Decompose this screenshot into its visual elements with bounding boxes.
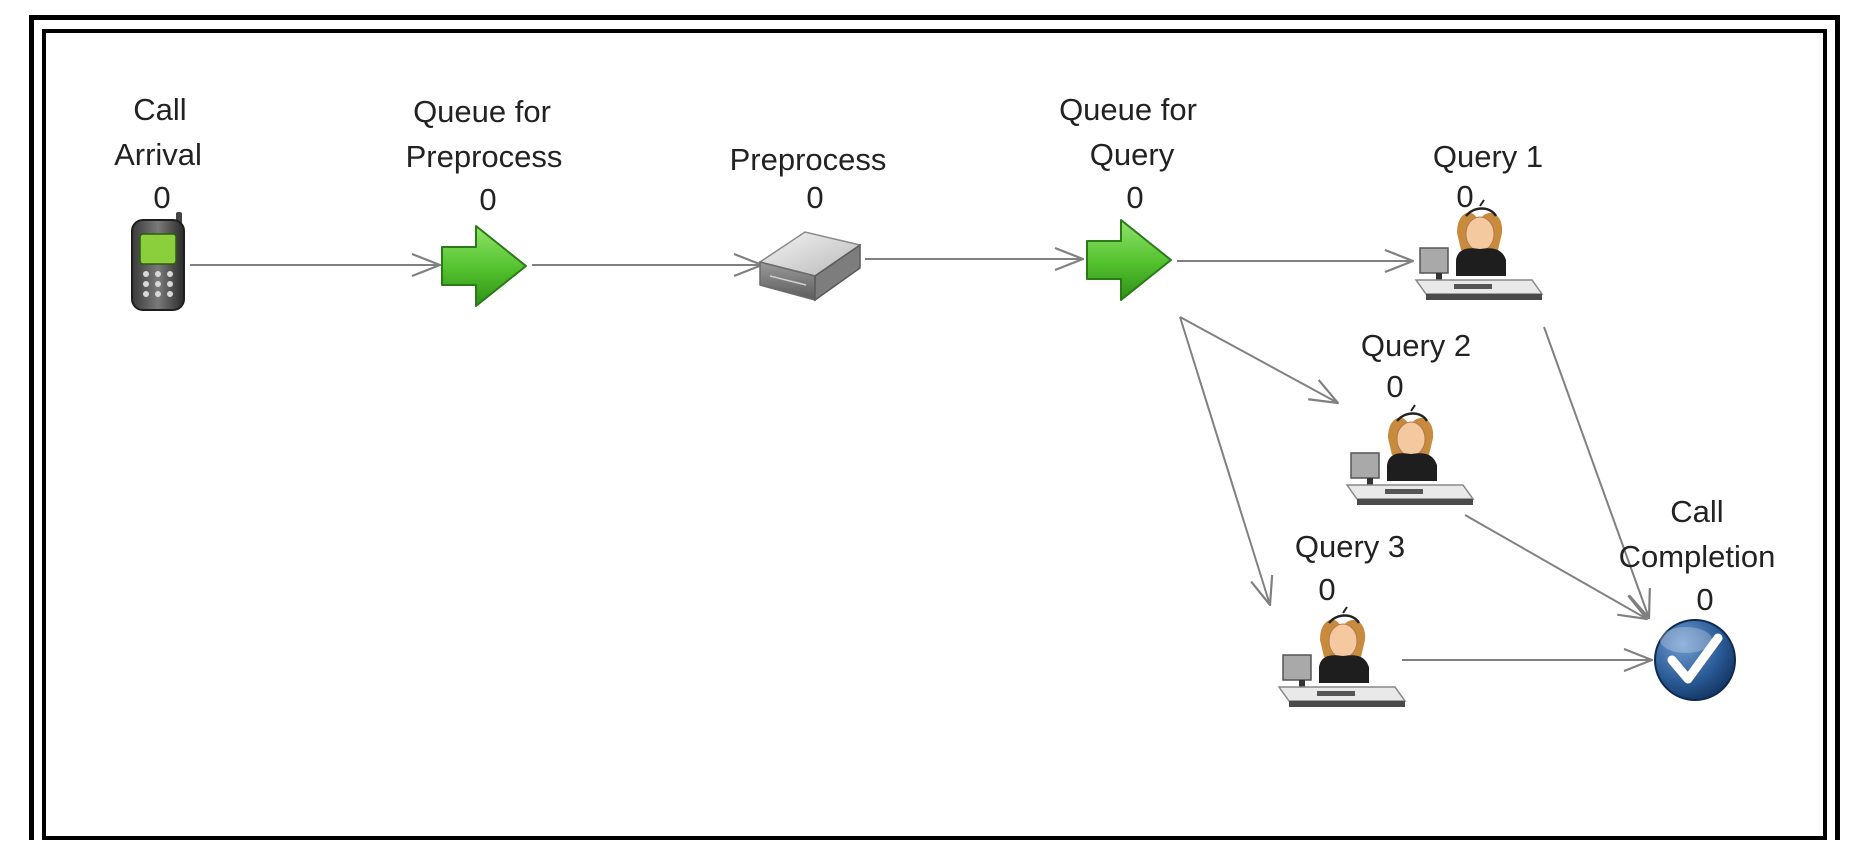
green-arrow-icon (441, 225, 527, 307)
operator-desk-icon (1345, 403, 1475, 507)
node-label-line: Preprocess (406, 139, 563, 174)
node-call-completion[interactable]: Call Completion 0 (1619, 494, 1776, 701)
green-arrow-icon (1086, 219, 1172, 301)
node-label-line: Queue for (1059, 92, 1197, 127)
node-label-line: Query (1090, 137, 1175, 172)
node-count: 0 (1318, 572, 1335, 607)
node-call-arrival[interactable]: Call Arrival 0 (114, 92, 202, 311)
node-label-line: Preprocess (730, 142, 887, 177)
outer-frame (29, 15, 1840, 840)
node-label-line: Arrival (114, 137, 202, 172)
node-label-line: Call (1670, 494, 1723, 529)
node-count: 0 (806, 180, 823, 215)
edge-query2-to-call-completion (1464, 514, 1647, 619)
node-count: 0 (479, 182, 496, 217)
server-device-icon (758, 231, 862, 302)
node-query-1[interactable]: Query 1 0 (1414, 139, 1544, 300)
node-query-3[interactable]: Query 3 0 (1277, 529, 1407, 709)
node-label-line: Query 3 (1295, 529, 1405, 564)
node-label-line: Query 1 (1433, 139, 1543, 174)
operator-desk-icon (1277, 605, 1407, 709)
edge-queue-query-to-query2 (1179, 316, 1338, 403)
mobile-phone-icon (131, 212, 185, 311)
node-queue-for-query[interactable]: Queue for Query 0 (1059, 92, 1197, 301)
node-preprocess[interactable]: Preprocess 0 (730, 142, 887, 302)
node-count: 0 (153, 180, 170, 215)
node-count: 0 (1126, 180, 1143, 215)
node-label-line: Call (133, 92, 186, 127)
node-count: 0 (1696, 582, 1713, 617)
node-label-line: Completion (1619, 539, 1776, 574)
node-label-line: Queue for (413, 94, 551, 129)
node-query-2[interactable]: Query 2 0 (1345, 328, 1475, 507)
node-count: 0 (1386, 369, 1403, 404)
edges (190, 259, 1652, 660)
edge-queue-query-to-query3 (1179, 316, 1270, 605)
node-label-line: Query 2 (1361, 328, 1471, 363)
edge-query1-to-call-completion (1543, 326, 1649, 618)
operator-desk-icon (1414, 199, 1544, 300)
check-circle-icon (1654, 619, 1736, 701)
node-count: 0 (1456, 179, 1473, 214)
node-queue-for-preprocess[interactable]: Queue for Preprocess 0 (406, 94, 563, 307)
diagram-frame (42, 29, 1827, 840)
